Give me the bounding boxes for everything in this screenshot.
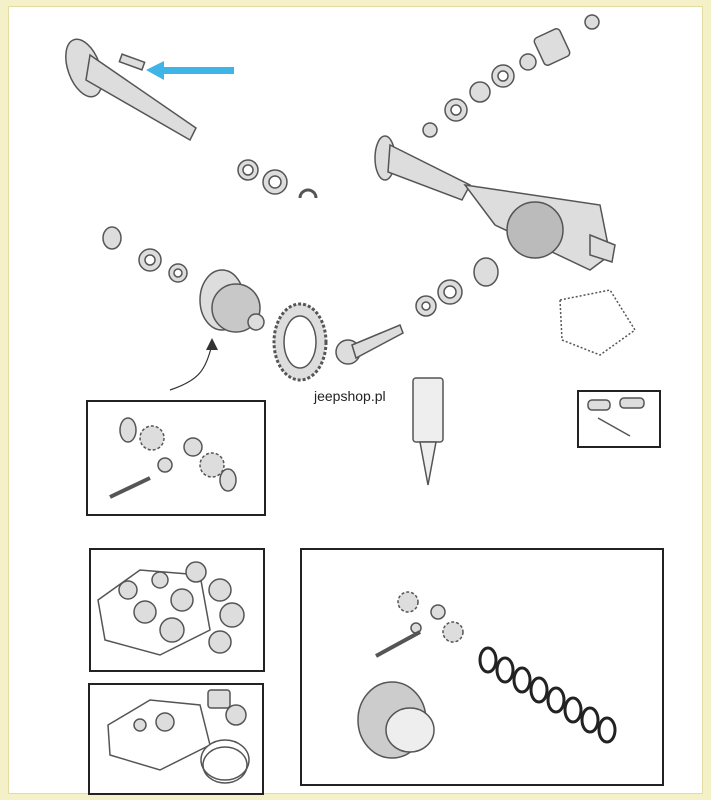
axle-shaft <box>65 38 197 142</box>
differential-case <box>199 269 265 333</box>
wheel-stud <box>118 53 146 71</box>
overhaul-kit-parts <box>97 561 245 656</box>
spider-gear-parts <box>109 417 237 499</box>
pinion-bearing-set <box>422 53 537 138</box>
watermark-text: jeepshop.pl <box>314 388 386 404</box>
ring-gear <box>272 302 328 382</box>
u-bolt-straps <box>587 397 645 437</box>
axle-housing <box>374 135 616 271</box>
carrier-bearing-set-left <box>102 226 188 283</box>
sealant-tube <box>412 377 444 486</box>
limited-slip-parts <box>357 591 617 759</box>
cover-gasket <box>559 289 637 356</box>
axle-bearing-set <box>237 159 318 199</box>
pinion-gear <box>335 324 404 365</box>
pinion-inner-bearing-set <box>415 257 499 317</box>
highlight-arrow <box>146 61 234 80</box>
pinion-yoke <box>533 14 600 66</box>
spider-gear-kit-box <box>86 400 266 516</box>
bearing-kit-parts <box>107 689 250 784</box>
callout-arrow-pointer <box>169 338 218 391</box>
